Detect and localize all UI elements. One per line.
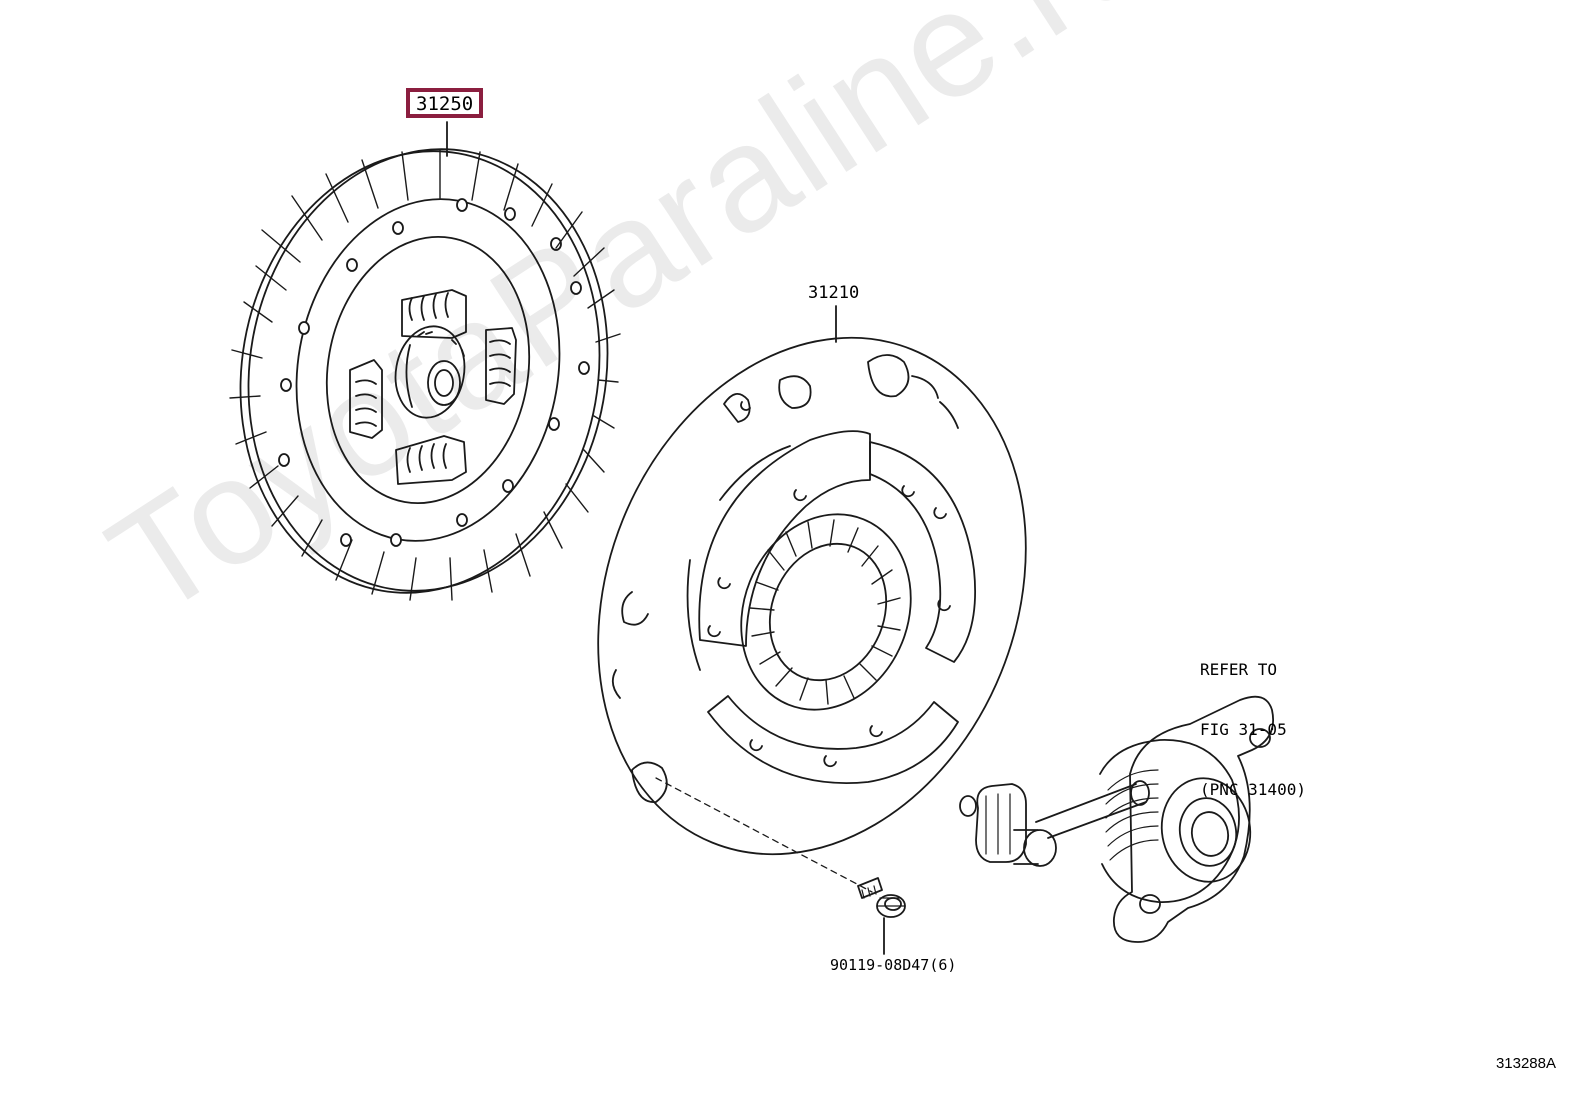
part-number-90119-08D47[interactable]: 90119-08D47(6) (830, 956, 957, 974)
bolt-drawing[interactable] (655, 777, 906, 918)
release-cylinder-drawing[interactable] (959, 695, 1274, 943)
diagram-stage: ToyotaParaline.ru (81, 0, 1556, 1072)
clutch-cover-drawing[interactable] (523, 273, 1101, 919)
diaphragm-fingers (749, 519, 901, 705)
disc-rivets (278, 198, 590, 547)
exploded-view-svg (206, 120, 1274, 955)
cover-holes (707, 401, 951, 768)
part-number-31210[interactable]: 31210 (808, 283, 860, 303)
refer-line-1: REFER TO (1200, 660, 1278, 679)
clutch-disc-drawing[interactable] (206, 120, 642, 621)
damper-springs (349, 289, 517, 485)
part-number-31250-selected[interactable]: 31250 (406, 88, 484, 118)
refer-line-2: FIG 31-05 (1200, 720, 1287, 739)
figure-code: 313288A (1495, 1055, 1556, 1072)
refer-note[interactable]: REFER TO FIG 31-05 (PNC 31400) (1200, 620, 1306, 840)
bolt-dashed-line (655, 777, 873, 893)
friction-segments (229, 149, 621, 601)
refer-line-3: (PNC 31400) (1200, 780, 1306, 799)
